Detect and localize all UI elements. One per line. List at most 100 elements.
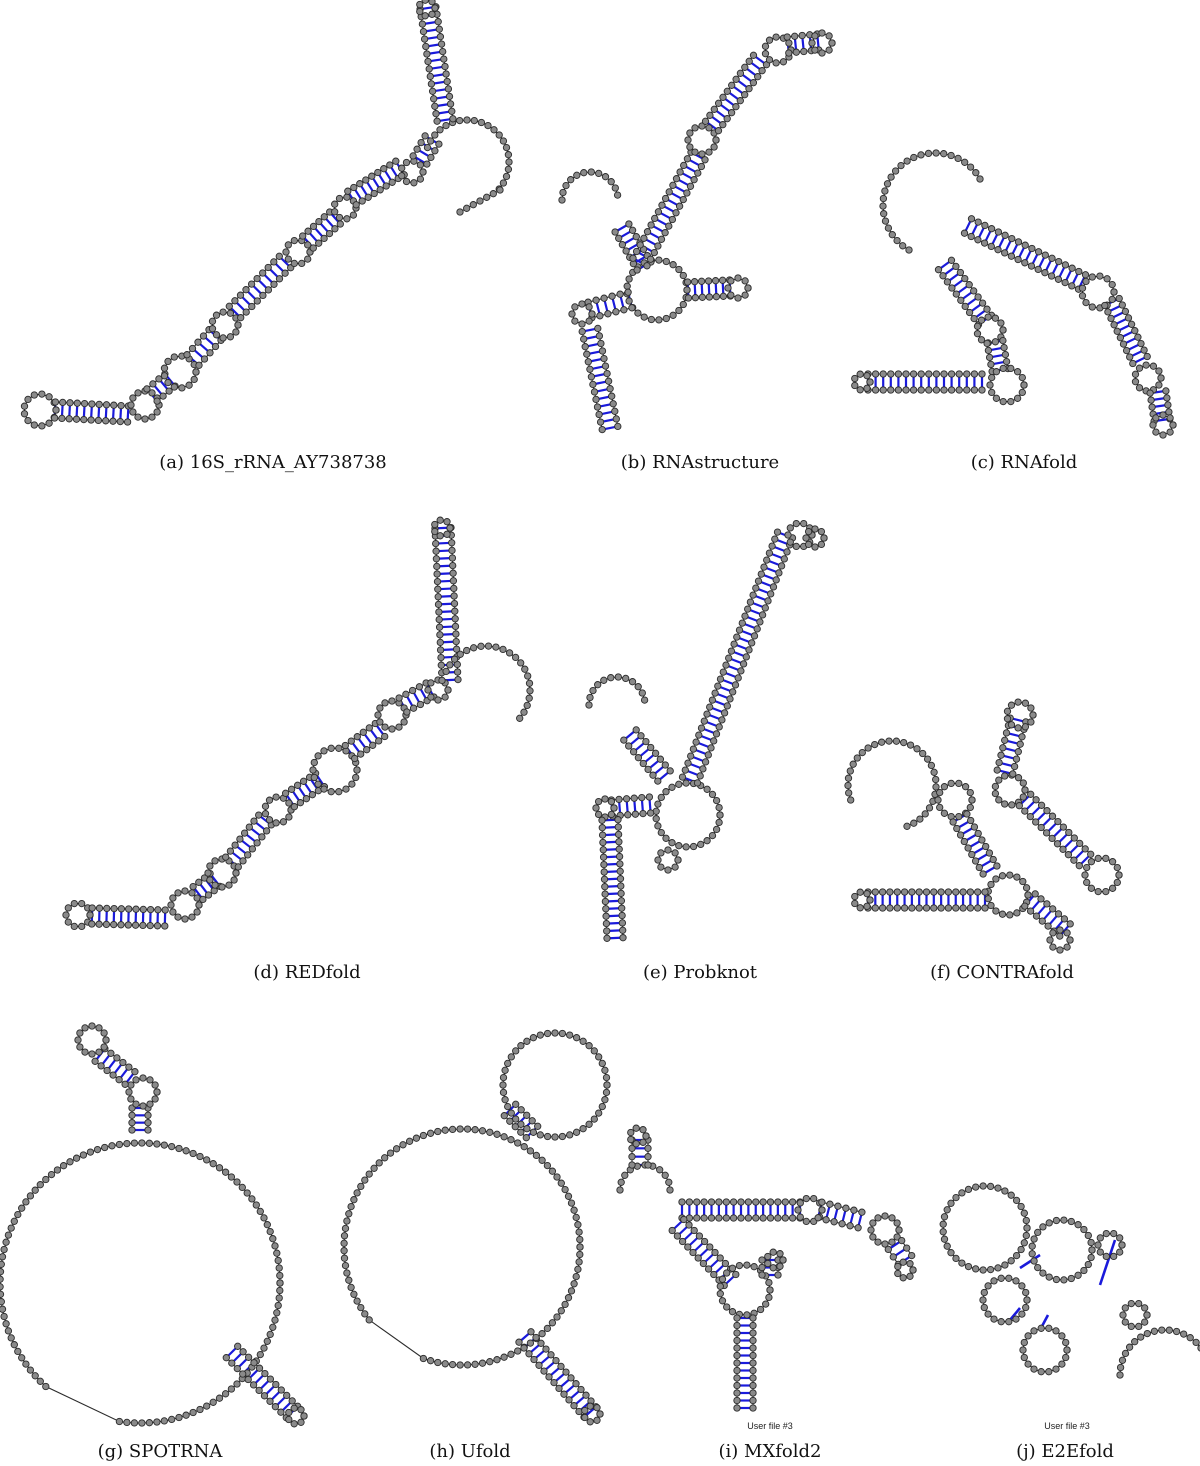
nucleotide: [523, 1037, 531, 1045]
nucleotide: [992, 907, 1000, 915]
caption-a: (a) 16S_rRNA_AY738738: [159, 452, 387, 473]
nucleotide: [684, 294, 693, 302]
nucleotide: [733, 1344, 741, 1352]
nucleotide: [1024, 1360, 1032, 1368]
nucleotide: [618, 919, 627, 927]
nucleotide: [661, 761, 669, 769]
nucleotide: [132, 905, 140, 913]
nucleotide: [703, 785, 711, 793]
nucleotide: [620, 736, 628, 744]
nucleotide: [195, 361, 203, 369]
nucleotide: [704, 751, 712, 759]
nucleotide: [570, 1280, 578, 1288]
nucleotide: [285, 1408, 293, 1417]
nucleotide: [970, 370, 979, 378]
nucleotide: [893, 888, 901, 896]
nucleotide: [388, 697, 396, 705]
nucleotide: [932, 775, 940, 784]
nucleotide: [708, 831, 717, 840]
nucleotide: [603, 927, 611, 935]
nucleotide: [302, 795, 311, 803]
nucleotide: [381, 1154, 389, 1162]
nucleotide: [849, 760, 857, 768]
nucleotide: [418, 20, 427, 28]
nucleotide: [625, 742, 633, 750]
nucleotide: [548, 1319, 557, 1327]
nucleotide: [1110, 1252, 1118, 1261]
nucleotide: [585, 701, 593, 709]
nucleotide: [838, 1220, 846, 1228]
nucleotide: [600, 294, 608, 302]
nucleotide: [203, 1402, 211, 1410]
nucleotide: [151, 1081, 159, 1089]
nucleotide: [940, 150, 948, 158]
nucleotide: [944, 904, 953, 912]
nucleotide: [691, 294, 700, 302]
nucleotide: [984, 1310, 992, 1318]
nucleotide: [947, 256, 956, 264]
nucleotide: [943, 278, 952, 286]
nucleotide: [609, 400, 617, 408]
nucleotide: [1005, 1274, 1013, 1282]
nucleotide: [350, 1196, 358, 1204]
nucleotide: [1014, 774, 1023, 782]
nucleotide: [766, 1214, 775, 1222]
nucleotide: [937, 888, 945, 896]
nucleotide: [600, 868, 608, 876]
nucleotide: [308, 791, 317, 799]
nucleotide: [903, 822, 911, 830]
nucleotide: [547, 1351, 555, 1359]
nucleotide: [654, 777, 662, 785]
nucleotide: [897, 161, 905, 170]
nucleotide: [434, 1127, 442, 1136]
nucleotide: [209, 1160, 217, 1168]
nucleotide: [263, 1221, 271, 1229]
nucleotide: [583, 350, 591, 358]
nucleotide: [669, 261, 677, 269]
nucleotide: [599, 853, 608, 861]
nucleotide: [856, 904, 864, 912]
nucleotide: [434, 585, 442, 593]
nucleotide: [427, 80, 436, 88]
nucleotide: [678, 1237, 687, 1246]
nucleotide: [256, 1207, 264, 1216]
nucleotide: [1087, 858, 1096, 866]
nucleotide: [148, 413, 156, 421]
nucleotide: [0, 1260, 5, 1268]
nucleotide: [930, 888, 938, 896]
nucleotide: [764, 597, 772, 605]
nucleotide: [426, 137, 435, 145]
nucleotide: [193, 894, 201, 902]
nucleotide: [646, 809, 655, 817]
nucleotide: [1096, 272, 1104, 280]
nucleotide: [964, 1262, 973, 1271]
nucleotide: [1034, 265, 1042, 274]
nucleotide: [1101, 301, 1109, 310]
nucleotide: [1021, 723, 1030, 731]
caption-i: (i) MXfold2: [718, 1441, 822, 1462]
nucleotide: [562, 181, 570, 190]
nucleotide: [647, 315, 656, 324]
nucleotide: [189, 1149, 197, 1158]
nucleotide: [879, 370, 887, 378]
nucleotide: [925, 804, 934, 812]
nucleotide: [590, 1115, 598, 1123]
nucleotide: [930, 768, 938, 776]
nucleotide: [499, 645, 507, 654]
nucleotide: [450, 655, 459, 663]
nucleotide: [990, 1315, 998, 1323]
nucleotide: [608, 392, 616, 400]
nucleotide: [1140, 346, 1148, 354]
nucleotide: [1027, 704, 1035, 712]
nucleotide: [887, 173, 895, 181]
nucleotide: [1013, 873, 1021, 881]
nucleotide: [874, 1238, 882, 1246]
nucleotide: [243, 1189, 251, 1197]
nucleotide: [708, 696, 717, 704]
nucleotide: [51, 398, 60, 406]
nucleotide: [602, 1088, 611, 1097]
nucleotide: [902, 386, 910, 394]
nucleotide: [690, 176, 698, 184]
nucleotide: [1039, 1223, 1047, 1231]
nucleotide: [881, 1212, 889, 1220]
